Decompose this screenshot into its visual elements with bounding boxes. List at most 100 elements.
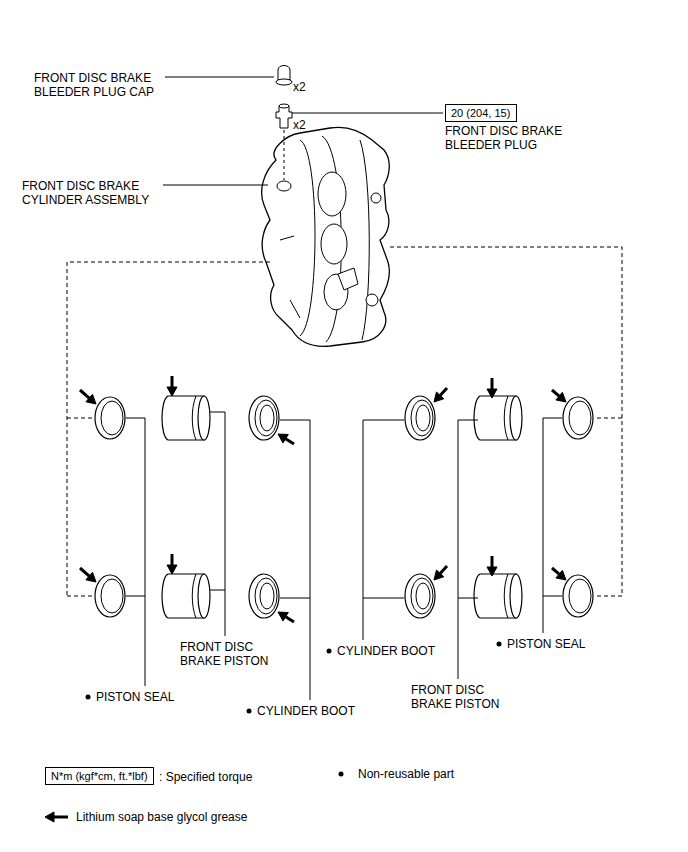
grease-arrow [167, 387, 177, 396]
cylinder-boot [405, 396, 435, 440]
cylinder-boot-inner [416, 583, 430, 609]
non-reusable-bullet [327, 649, 332, 654]
legend-grease-arrow [45, 812, 54, 822]
torque-value: N*m (kgf*cm, ft.*lbf) [51, 769, 148, 783]
leader-line [165, 77, 274, 78]
caliper-port [277, 181, 291, 191]
grease-arrow [491, 556, 494, 567]
bracket-line [280, 420, 310, 700]
legend-text: Non-reusable part [358, 767, 454, 781]
caliper-bore [321, 224, 347, 264]
non-reusable-bullet [247, 709, 252, 714]
piston-seal-inner [101, 579, 123, 613]
bracket-line [126, 418, 145, 686]
grease-arrow [286, 617, 294, 622]
cylinder-boot-lip [411, 578, 433, 614]
part-label: FRONT DISC BRAKE BLEEDER PLUG CAP [34, 71, 164, 99]
assembly-line [284, 130, 285, 180]
brake-piston-face [510, 574, 522, 618]
assembly-line [67, 262, 270, 596]
non-reusable-bullet [497, 642, 502, 647]
piston-seal [563, 397, 593, 439]
grease-arrow [552, 390, 559, 396]
assembly-line [390, 247, 622, 596]
piston-groove [192, 574, 196, 618]
grease-arrow [171, 554, 174, 565]
bleeder-cap [278, 66, 290, 81]
caliper-tab [338, 268, 358, 290]
legend-torque-box: N*m (kgf*cm, ft.*lbf) [45, 767, 154, 785]
bleeder-cap-rim [276, 79, 292, 85]
piston-groove [504, 574, 508, 618]
cylinder-boot [249, 396, 279, 440]
caliper-bore [318, 172, 346, 216]
grease-arrow [167, 565, 177, 574]
leader-line [292, 113, 443, 114]
piston-seal-inner [101, 401, 123, 435]
cylinder-boot [405, 574, 435, 618]
brake-piston-face [510, 396, 522, 440]
bleeder-plug [276, 106, 292, 128]
grease-arrow [80, 390, 89, 398]
cylinder-boot-lip [255, 400, 277, 436]
legend-text: Lithium soap base glycol grease [76, 810, 247, 824]
grease-arrow [440, 566, 447, 573]
bracket-line [210, 412, 225, 636]
cylinder-boot-lip [255, 578, 277, 614]
grease-arrow [440, 388, 447, 395]
cylinder-boot-inner [416, 405, 430, 431]
quantity-label: x2 [293, 80, 306, 94]
bleeder-plug-tip [279, 104, 289, 108]
torque-value: 20 (204, 15) [451, 106, 511, 120]
grease-arrow [278, 434, 288, 443]
grease-arrow [171, 376, 174, 387]
bracket-line [458, 420, 478, 679]
part-label: FRONT DISC BRAKE PISTON [180, 640, 295, 668]
leader-line [163, 185, 268, 186]
part-label: CYLINDER BOOT [257, 704, 355, 718]
legend-text: : Specified torque [159, 770, 252, 784]
grease-arrow [552, 568, 559, 574]
grease-arrow [434, 392, 444, 402]
piston-seal-inner [569, 401, 591, 435]
cylinder-boot-inner [260, 405, 274, 431]
piston-groove [504, 396, 508, 440]
caliper-edge [360, 140, 369, 340]
part-label: PISTON SEAL [507, 637, 585, 651]
grease-arrow [286, 439, 294, 444]
piston-seal [563, 575, 593, 617]
grease-arrow [86, 394, 96, 404]
brake-piston-face [198, 574, 210, 618]
caliper-hole [366, 294, 378, 306]
bracket-line [363, 420, 404, 640]
bracket-line [543, 418, 562, 633]
part-label: FRONT DISC BRAKE PISTON [411, 683, 526, 711]
legend-grease-arrow [54, 816, 68, 819]
brake-piston-face [198, 396, 210, 440]
grease-arrow [487, 389, 497, 398]
cylinder-boot [249, 574, 279, 618]
grease-arrow [80, 568, 89, 576]
grease-arrow [491, 378, 494, 389]
grease-arrow [487, 567, 497, 576]
caliper-hole [371, 193, 381, 203]
piston-seal [95, 397, 125, 439]
part-label: FRONT DISC BRAKE CYLINDER ASSEMBLY [22, 179, 162, 207]
caliper-detail [280, 236, 300, 318]
piston-groove [192, 396, 196, 440]
cylinder-boot-inner [260, 583, 274, 609]
piston-seal [95, 575, 125, 617]
part-label: FRONT DISC BRAKE BLEEDER PLUG [445, 124, 575, 152]
quantity-label: x2 [293, 118, 306, 132]
grease-arrow [278, 612, 288, 621]
torque-box: 20 (204, 15) [445, 104, 517, 122]
grease-arrow [86, 572, 96, 582]
piston-seal-inner [569, 579, 591, 613]
grease-arrow [556, 392, 566, 402]
non-reusable-bullet [86, 695, 91, 700]
caliper-edge [300, 140, 315, 336]
non-reusable-bullet [339, 772, 344, 777]
